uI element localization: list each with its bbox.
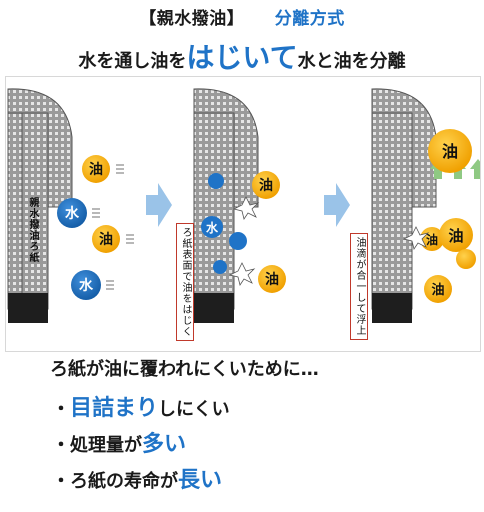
oil-label-5: 油 bbox=[442, 142, 458, 161]
title-text: 【親水撥油】 bbox=[139, 9, 245, 29]
bullet-mark-3: ・ bbox=[52, 471, 70, 492]
diagram-canvas: 油 水 油 水 水 油 油 bbox=[7, 88, 480, 323]
step2-note: ろ紙表面で油をはじく bbox=[176, 223, 194, 341]
water-label-2: 水 bbox=[79, 277, 94, 294]
benefit-item-2: ・処理量が多い bbox=[52, 426, 186, 458]
oil-label-8: 油 bbox=[431, 282, 444, 298]
process-arrow-1 bbox=[146, 183, 172, 227]
bullet-mark-2: ・ bbox=[52, 435, 70, 456]
diagram-title: 【親水撥油】 分離方式 bbox=[0, 4, 484, 29]
filter-element-3 bbox=[371, 88, 437, 323]
benefit-2-highlight: 多い bbox=[142, 432, 187, 457]
oil-label-6: 油 bbox=[426, 232, 438, 247]
benefit-1-rest: しにくい bbox=[158, 399, 230, 420]
step3-note: 油滴が合一して浮上 bbox=[350, 233, 368, 340]
oil-label-7: 油 bbox=[448, 227, 463, 245]
filter-element-2 bbox=[193, 88, 259, 323]
benefit-3-highlight: 長い bbox=[178, 468, 223, 493]
subtitle-emphasis: はじいて bbox=[186, 41, 298, 74]
water-label-3: 水 bbox=[206, 220, 219, 235]
diagram-panel: 油 水 油 水 水 油 油 bbox=[5, 76, 481, 352]
subtitle-pre: 水を通し油を bbox=[78, 51, 187, 72]
step2-droplets: 水 油 油 bbox=[201, 171, 286, 293]
filter-paper-label: 親水撥油ろ紙 bbox=[27, 197, 38, 263]
oil-label-4: 油 bbox=[265, 271, 279, 288]
bullet-mark-1: ・ bbox=[52, 399, 70, 420]
benefit-2-pre: 処理量が bbox=[70, 435, 142, 456]
oil-label-2: 油 bbox=[99, 231, 113, 248]
benefits-lead: ろ紙が油に覆われにくいために… bbox=[50, 359, 319, 380]
benefit-3-pre: ろ紙の寿命が bbox=[70, 471, 178, 492]
oil-label-1: 油 bbox=[89, 161, 103, 178]
step1-droplets: 油 水 油 水 bbox=[57, 155, 134, 300]
method-label: 分離方式 bbox=[274, 9, 345, 29]
oil-label-3: 油 bbox=[259, 177, 273, 194]
process-arrow-2 bbox=[324, 183, 350, 227]
benefit-1-highlight: 目詰まり bbox=[70, 396, 159, 421]
subtitle-post: 水と油を分離 bbox=[297, 51, 406, 72]
step3-droplets: 油 油 油 油 bbox=[402, 129, 480, 303]
benefit-item-3: ・ろ紙の寿命が長い bbox=[52, 462, 222, 494]
benefit-item-1: ・目詰まりしにくい bbox=[52, 390, 230, 422]
filter-element-1 bbox=[7, 88, 73, 323]
water-label-1: 水 bbox=[65, 205, 80, 222]
subtitle: 水を通し油をはじいて水と油を分離 bbox=[0, 36, 484, 76]
